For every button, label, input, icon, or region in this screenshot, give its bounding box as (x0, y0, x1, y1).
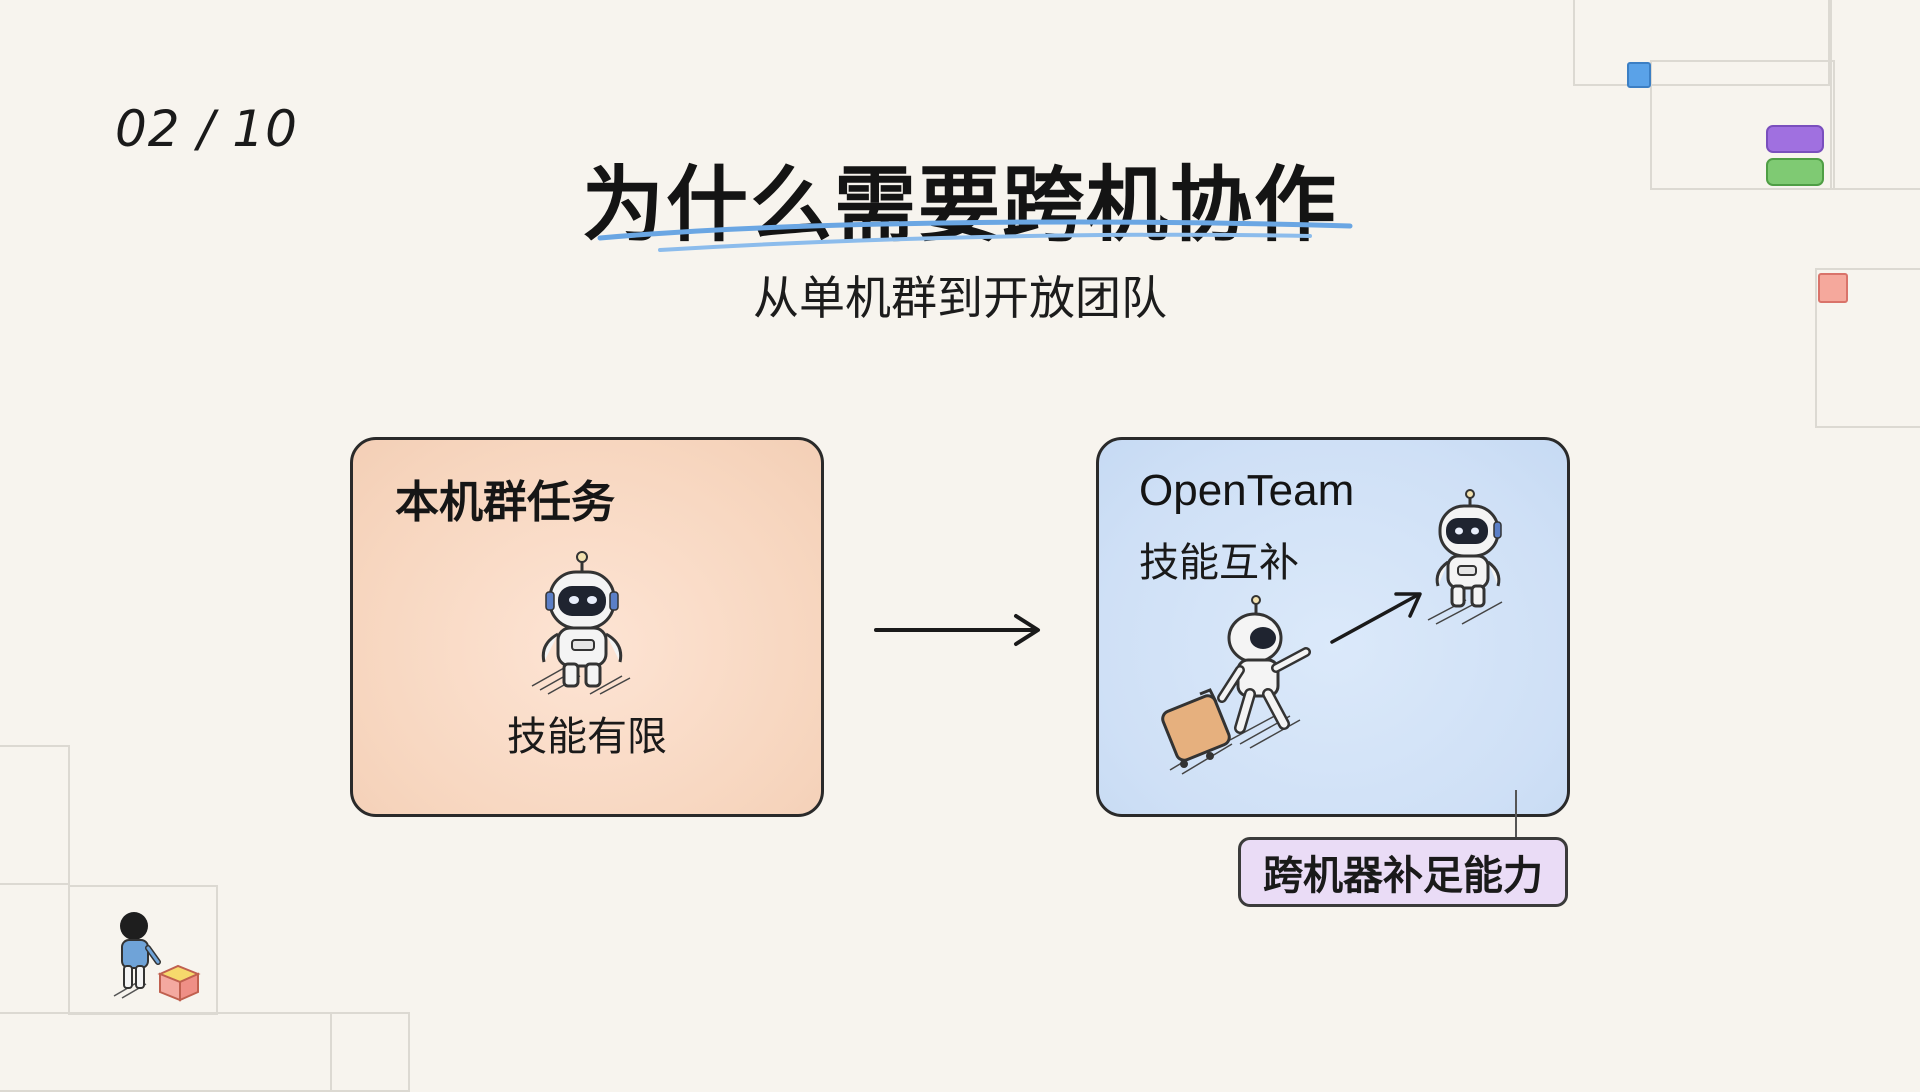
openteam-title: OpenTeam (1139, 466, 1355, 515)
grid-frame (1830, 0, 1920, 190)
robot-with-luggage-icon (1161, 595, 1311, 775)
grid-frame (68, 885, 218, 1015)
cross-machine-tag: 跨机器补足能力 (1238, 837, 1568, 907)
box-icon (157, 964, 201, 1002)
arrow-right-icon (874, 614, 1040, 646)
tag-connector (1515, 790, 1517, 838)
grid-frame (1815, 268, 1920, 428)
grid-frame (1573, 0, 1830, 86)
openteam-subtitle: 技能互补 (1139, 540, 1299, 586)
robot-icon (1427, 489, 1503, 625)
robot-icon (531, 551, 631, 695)
page-indicator: 02 / 10 (115, 100, 298, 158)
page-subtitle: 从单机群到开放团队 (753, 271, 1167, 325)
purple-pill-icon (1766, 125, 1824, 153)
grid-frame (0, 745, 70, 885)
local-cluster-caption: 技能有限 (507, 714, 667, 760)
blue-square-icon (1627, 62, 1651, 88)
green-pill-icon (1766, 158, 1824, 186)
local-cluster-title: 本机群任务 (395, 477, 615, 528)
grid-frame (1650, 60, 1835, 190)
person-icon (113, 912, 161, 999)
red-square-icon (1818, 273, 1848, 303)
arrow-diagonal-icon (1330, 592, 1422, 644)
